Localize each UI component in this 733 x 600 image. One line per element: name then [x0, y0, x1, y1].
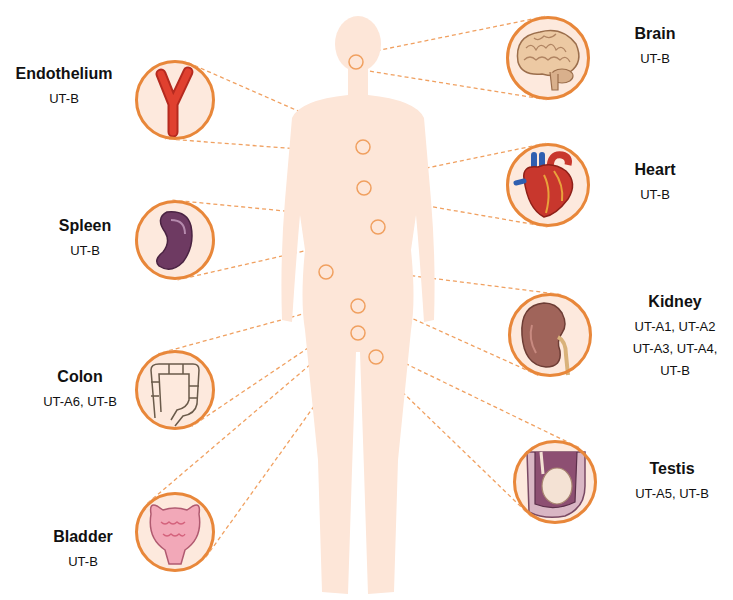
transporter-list: UT-A6, UT-B [30, 391, 130, 413]
colon-icon [151, 364, 199, 426]
organ-name: Endothelium [4, 64, 124, 84]
transporter-list: UT-B [40, 240, 130, 262]
transporter-list: UT-A5, UT-B [622, 483, 722, 505]
site-marker [319, 265, 333, 279]
site-markers [319, 55, 385, 364]
site-marker [369, 350, 383, 364]
organ-circle: BladderUT-B [135, 492, 215, 572]
bladder-icon [150, 505, 199, 564]
spleen-icon [157, 212, 192, 269]
site-marker [351, 299, 365, 313]
organ-name: Brain [610, 24, 700, 44]
organ-name: Testis [622, 459, 722, 479]
site-marker [357, 181, 371, 195]
organ-circle: EndotheliumUT-B [135, 60, 215, 140]
organ-name: Spleen [40, 216, 130, 236]
organ-circle: ColonUT-A6, UT-B [135, 350, 215, 430]
circle-grounds [135, 16, 597, 572]
organ-circle: SpleenUT-B [135, 200, 215, 280]
transporter-list: UT-A1, UT-A2 UT-A3, UT-A4, UT-B [627, 316, 723, 382]
organ-name: Kidney [627, 292, 723, 312]
vessel-icon [161, 72, 188, 132]
organ-circle: TestisUT-A5, UT-B [513, 440, 597, 524]
transporter-list: UT-B [4, 88, 124, 110]
body-silhouette [281, 16, 434, 594]
brain-icon [517, 31, 578, 91]
organ-name: Heart [610, 160, 700, 180]
organ-name: Bladder [38, 527, 128, 547]
site-marker [351, 326, 365, 340]
site-marker [349, 55, 363, 69]
testis-icon [527, 452, 585, 517]
organ-circle: KidneyUT-A1, UT-A2 UT-A3, UT-A4, UT-B [508, 293, 592, 377]
organ-circle: BrainUT-B [506, 16, 590, 100]
organ-circle: HeartUT-B [506, 143, 590, 227]
transporter-list: UT-B [38, 551, 128, 573]
site-marker [371, 220, 385, 234]
transporter-list: UT-B [610, 184, 700, 206]
site-marker [356, 140, 370, 154]
kidney-icon [522, 303, 568, 375]
transporter-list: UT-B [610, 48, 700, 70]
organ-name: Colon [30, 367, 130, 387]
heart-icon [516, 155, 573, 217]
